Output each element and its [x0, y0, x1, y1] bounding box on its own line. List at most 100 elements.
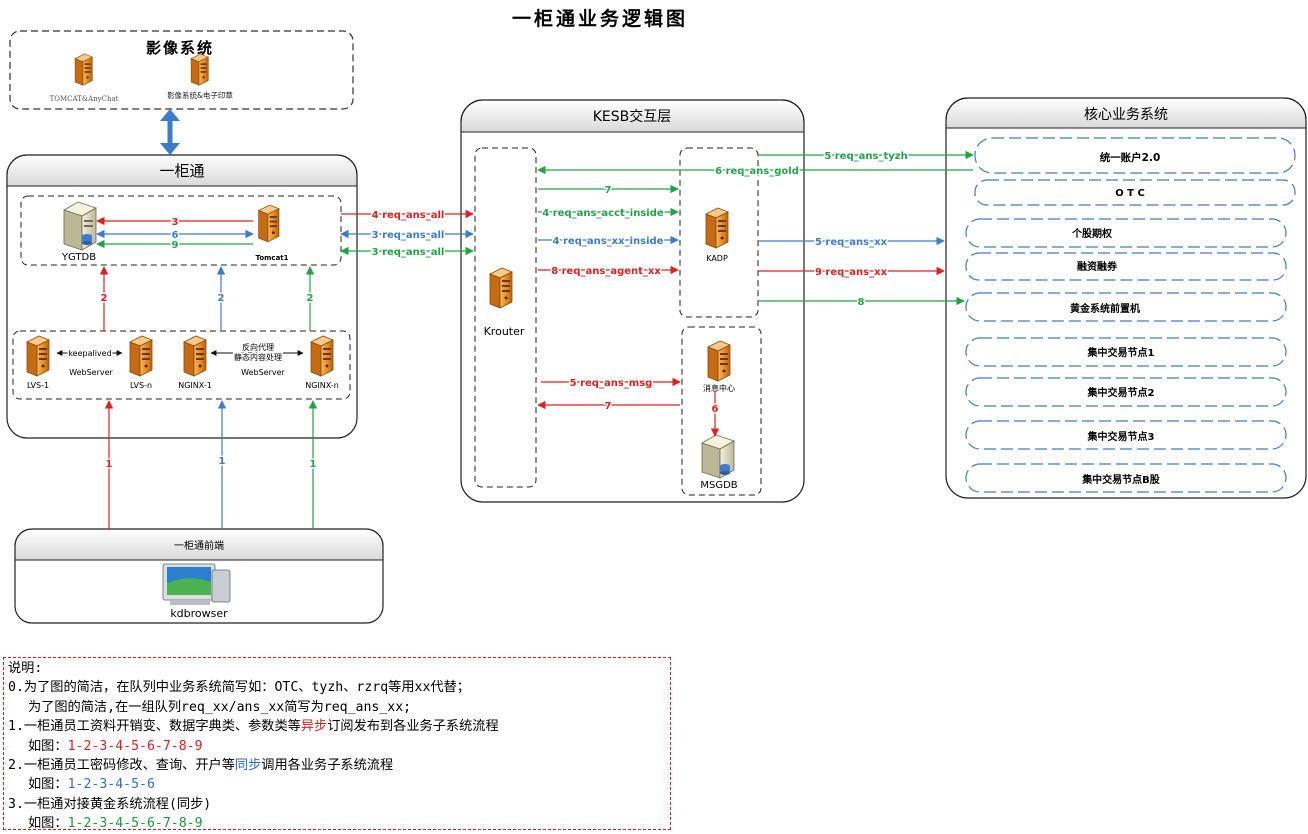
core-system-node3: 集中交易节点3 [1087, 430, 1155, 443]
core-system-node2: 集中交易节点2 [1087, 386, 1155, 399]
notes-line-2: 2.一柜通员工密码修改、查询、开户等同步调用各业务子系统流程 [8, 756, 666, 775]
up-label-1-red: 1 [106, 459, 113, 470]
link-8-gold: 8 [858, 297, 865, 308]
core-system-gold: 黄金系统前置机 [1070, 302, 1140, 315]
lvsn-label: LVS-n [130, 381, 152, 390]
notes-line-1-post: 订阅发布到各业务子系统流程 [327, 719, 499, 735]
notes-fig-prefix: 如图： [28, 738, 68, 754]
core-system-node1: 集中交易节点1 [1087, 346, 1155, 359]
diagram-title: 一柜通业务逻辑图 [512, 7, 688, 30]
link-5-tyzh: 5 req_ans_tyzh [824, 151, 907, 162]
ygtdb-label: YGTDB [61, 252, 96, 263]
link-9-xx: 9 req_ans_xx [815, 267, 888, 278]
proxy-label-1: 反向代理 [242, 342, 274, 352]
server-icon [74, 53, 93, 86]
lvs1-label: LVS-1 [27, 381, 49, 390]
kadp-label: KADP [706, 254, 728, 263]
image-server-label-2: 影像系统&电子印章 [167, 90, 233, 100]
kesb-link-5-msg: 5 req_ans_msg [570, 378, 653, 389]
core-system-list: 统一账户2.0 O T C 个股期权 融资融券 黄金系统前置机 集中交易节点1 … [965, 137, 1296, 493]
webserver-label-2: WebServer [241, 368, 285, 377]
db-link-3: 3 [172, 217, 179, 228]
core-box: 核心业务系统 统一账户2.0 O T C 个股期权 融资融券 黄金系统前置机 集… [945, 97, 1307, 499]
link-3-req-ans-all-green: 3 req_ans_all [372, 247, 445, 258]
proxy-label-2: 静态内容处理 [234, 352, 282, 362]
notes-line-3: 3.一柜通对接黄金系统流程(同步) [8, 796, 212, 812]
notes-fig-red: 1-2-3-4-5-6-7-8-9 [67, 738, 203, 754]
notes-fig-green: 1-2-3-4-5-6-7-8-9 [67, 816, 203, 832]
msgdb-icon [701, 434, 735, 479]
kesb-link-4-xx: 4 req_ans_xx_inside [553, 236, 664, 247]
core-system-rzrq: 融资融券 [1077, 260, 1118, 273]
server-icon [190, 53, 209, 86]
kesb-link-7-green: 7 [605, 185, 612, 196]
notes-box: 说明: 0.为了图的简洁，在队列中业务系统简写如：OTC、tyzh、rzrq等用… [3, 657, 671, 833]
image-system-title: 影像系统 [146, 39, 214, 57]
notes-line-0b: 为了图的简洁,在一组队列req_xx/ans_xx简写为req_ans_xx; [28, 699, 412, 715]
computer-icon [162, 563, 231, 605]
lvs1-server-icon [26, 335, 50, 377]
kadp-core-links: 5 req_ans_tyzh 6 req_ans_gold 5 req_ans_… [537, 150, 974, 310]
image-system-box: 影像系统 TOMCAT&AnyChat 影像系统&电子印章 [9, 30, 354, 110]
kesb-link-8-agent: 8 req_ans_agent_xx [551, 266, 661, 277]
notes-fig-blue: 1-2-3-4-5-6 [67, 777, 155, 793]
core-system-nodeb: 集中交易节点B股 [1081, 473, 1161, 486]
webserver-label-1: WebServer [69, 368, 113, 377]
core-system-options: 个股期权 [1071, 227, 1113, 240]
nginxn-label: NGINX-n [305, 381, 339, 390]
notes-line-2-sync: 同步 [234, 758, 262, 774]
kesb-link-7-red: 7 [605, 401, 612, 412]
msg-center-label: 消息中心 [703, 383, 735, 393]
notes-line-0: 0.为了图的简洁，在队列中业务系统简写如：OTC、tyzh、rzrq等用xx代替… [8, 680, 470, 696]
frontend-title: 一柜通前端 [174, 539, 224, 552]
keepalived-label: keepalived [68, 349, 111, 358]
nginxn-server-icon [310, 335, 334, 377]
notes-line-1-async: 异步 [300, 719, 328, 735]
tomcat-server-icon [258, 204, 280, 243]
link-6-gold: 6 req_ans_gold [715, 166, 799, 177]
up-label-2-blue: 2 [218, 293, 225, 304]
kesb-link-6: 6 [712, 404, 719, 415]
core-title: 核心业务系统 [1084, 107, 1168, 123]
notes-fig-prefix: 如图： [28, 777, 68, 793]
kesb-box: KESB交互层 Krouter KADP 消息中心 MSGDB 7 4 req_… [460, 99, 805, 503]
lvsn-server-icon [129, 335, 153, 377]
notes-line-3-fig: 如图：1-2-3-4-5-6-7-8-9 [8, 814, 666, 833]
up-label-2-red: 2 [101, 293, 108, 304]
notes-line-2-post: 调用各业务子系统流程 [261, 758, 394, 774]
link-4-req-ans-all: 4 req_ans_all [372, 210, 445, 221]
notes-line-1-fig: 如图：1-2-3-4-5-6-7-8-9 [8, 737, 666, 756]
ygt-box: 一柜通 YGTDB Tomcat1 3 6 9 LVS-1 LVS-n NGIN… [6, 154, 358, 439]
up-label-2-green: 2 [307, 293, 314, 304]
up-label-1-green: 1 [310, 459, 317, 470]
msg-center-server-icon [707, 340, 731, 382]
notes-line-1-pre: 1.一柜通员工资料开销变、数据字典类、参数类等 [8, 719, 301, 735]
link-5-xx: 5 req_ans_xx [815, 237, 888, 248]
notes-line-1: 1.一柜通员工资料开销变、数据字典类、参数类等异步订阅发布到各业务子系统流程 [8, 717, 666, 736]
msgdb-label: MSGDB [700, 480, 737, 491]
notes-line-2-fig: 如图：1-2-3-4-5-6 [8, 775, 666, 794]
krouter-server-icon [489, 267, 513, 309]
tomcat-label: Tomcat1 [255, 254, 288, 262]
notes-fig-prefix: 如图： [28, 816, 68, 832]
core-system-tyzh: 统一账户2.0 [1100, 151, 1161, 164]
link-3-req-ans-all-blue: 3 req_ans_all [372, 230, 445, 241]
browser-label: kdbrowser [170, 607, 228, 620]
notes-heading: 说明: [8, 661, 43, 676]
krouter-label: Krouter [484, 325, 525, 338]
kesb-title: KESB交互层 [593, 108, 672, 125]
db-link-6: 6 [172, 230, 179, 241]
frontend-box: 一柜通前端 kdbrowser 1 1 1 [14, 400, 384, 624]
nginx1-label: NGINX-1 [178, 381, 212, 390]
notes-line-2-pre: 2.一柜通员工密码修改、查询、开户等 [8, 758, 235, 774]
image-link-arrow [160, 109, 180, 155]
image-server-label-1: TOMCAT&AnyChat [50, 95, 119, 103]
ygtdb-icon [63, 201, 97, 251]
kadp-server-icon [705, 207, 729, 249]
up-label-1-blue: 1 [219, 456, 226, 467]
ygt-kesb-links: 4 req_ans_all 3 req_ans_all 3 req_ans_al… [340, 209, 474, 260]
ygt-title: 一柜通 [159, 162, 204, 180]
nginx1-server-icon [183, 335, 207, 377]
core-system-otc: O T C [1115, 188, 1145, 199]
db-link-9: 9 [172, 240, 179, 251]
